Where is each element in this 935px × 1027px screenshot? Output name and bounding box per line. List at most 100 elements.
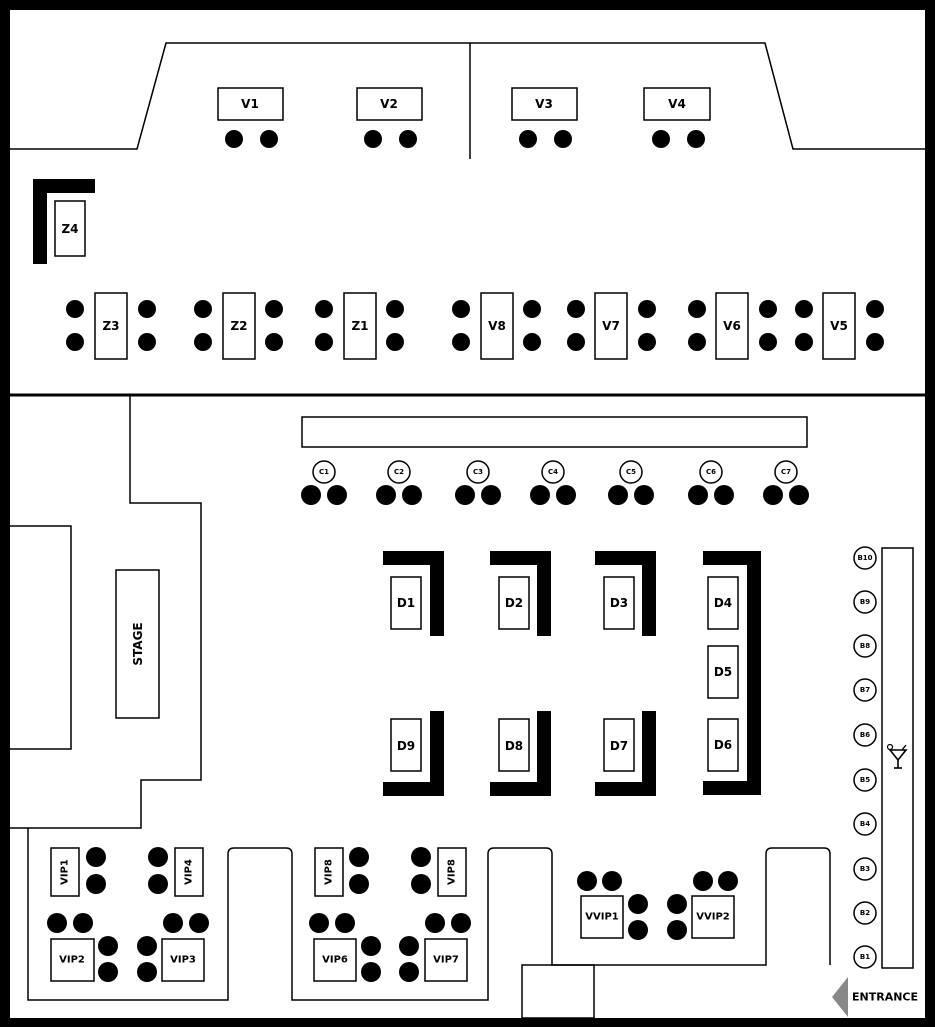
table-v1[interactable]: V1 bbox=[217, 87, 284, 148]
counter-table bbox=[301, 416, 808, 448]
table-z1[interactable]: Z1 bbox=[315, 292, 404, 360]
svg-text:D7: D7 bbox=[610, 739, 628, 753]
table-vip7[interactable]: VIP7 bbox=[399, 913, 471, 982]
svg-text:C1: C1 bbox=[319, 468, 329, 476]
vip-rooms-wall bbox=[27, 828, 831, 1001]
svg-text:C4: C4 bbox=[548, 468, 558, 476]
svg-text:D2: D2 bbox=[505, 596, 523, 610]
svg-text:B3: B3 bbox=[860, 865, 870, 873]
svg-text:VVIP2: VVIP2 bbox=[696, 912, 730, 923]
svg-text:B8: B8 bbox=[860, 642, 870, 650]
table-v2[interactable]: V2 bbox=[356, 87, 423, 148]
table-v7[interactable]: V7 bbox=[567, 292, 656, 360]
svg-text:D6: D6 bbox=[714, 738, 732, 752]
booth-d3[interactable]: D3 bbox=[595, 551, 656, 636]
svg-text:B7: B7 bbox=[860, 686, 870, 694]
arrow-left-icon bbox=[832, 977, 848, 1017]
svg-text:D9: D9 bbox=[397, 739, 415, 753]
svg-text:D5: D5 bbox=[714, 665, 732, 679]
counter-seat-c7: C7 bbox=[763, 460, 809, 505]
bar-seat-b1: B1 bbox=[853, 945, 877, 969]
svg-text:B6: B6 bbox=[860, 731, 870, 739]
bar-seats[interactable]: B10 B9 B8 B7 B6 B5 B4 B3 B2 B1 bbox=[853, 546, 877, 969]
svg-text:D1: D1 bbox=[397, 596, 415, 610]
svg-text:B2: B2 bbox=[860, 909, 870, 917]
counter-seat-c3: C3 bbox=[455, 460, 501, 505]
table-v5[interactable]: V5 bbox=[795, 292, 884, 360]
counter-seats[interactable]: C1 C2 C3 C4 C5 C6 C7 bbox=[301, 460, 809, 505]
table-vvip2[interactable]: VVIP2 bbox=[667, 871, 738, 940]
svg-text:V4: V4 bbox=[668, 97, 686, 111]
svg-text:Z3: Z3 bbox=[102, 319, 119, 333]
counter-seat-c4: C4 bbox=[530, 460, 576, 505]
bar-seat-b6: B6 bbox=[853, 723, 877, 747]
svg-text:D8: D8 bbox=[505, 739, 523, 753]
counter-seat-c1: C1 bbox=[301, 460, 347, 505]
svg-text:C5: C5 bbox=[626, 468, 636, 476]
svg-text:C7: C7 bbox=[781, 468, 791, 476]
svg-text:VIP4: VIP4 bbox=[184, 859, 195, 885]
booth-d9[interactable]: D9 bbox=[383, 711, 444, 796]
bar-seat-b5: B5 bbox=[853, 768, 877, 792]
svg-text:V6: V6 bbox=[723, 319, 741, 333]
table-z3[interactable]: Z3 bbox=[66, 292, 156, 360]
svg-text:VIP7: VIP7 bbox=[433, 955, 459, 966]
table-vip1[interactable]: VIP1 bbox=[50, 847, 106, 897]
svg-text:D4: D4 bbox=[714, 596, 732, 610]
table-vip3[interactable]: VIP3 bbox=[137, 913, 209, 982]
entrance-door bbox=[521, 964, 595, 1019]
svg-text:V8: V8 bbox=[488, 319, 506, 333]
bar-seat-b7: B7 bbox=[853, 678, 877, 702]
table-vip8-right[interactable]: VIP8 bbox=[411, 847, 467, 897]
table-vip2[interactable]: VIP2 bbox=[47, 913, 118, 982]
booth-d4-d5-d6[interactable] bbox=[703, 551, 761, 795]
table-vip6[interactable]: VIP6 bbox=[309, 913, 381, 982]
table-d5[interactable]: D5 bbox=[707, 645, 739, 699]
svg-text:V7: V7 bbox=[602, 319, 620, 333]
table-v3[interactable]: V3 bbox=[511, 87, 578, 148]
bar-counter bbox=[881, 547, 914, 969]
bar-seat-b4: B4 bbox=[853, 812, 877, 836]
svg-text:B10: B10 bbox=[857, 554, 872, 562]
bar-seat-b3: B3 bbox=[853, 857, 877, 881]
svg-text:C6: C6 bbox=[706, 468, 716, 476]
counter-seat-c6: C6 bbox=[688, 460, 734, 505]
bar-seat-b10: B10 bbox=[853, 546, 877, 570]
booth-d7[interactable]: D7 bbox=[595, 711, 656, 796]
booth-d2[interactable]: D2 bbox=[490, 551, 551, 636]
svg-text:VVIP1: VVIP1 bbox=[585, 912, 619, 923]
table-vip4[interactable]: VIP4 bbox=[148, 847, 204, 897]
svg-text:VIP8: VIP8 bbox=[324, 859, 335, 885]
cocktail-glass-icon bbox=[886, 743, 908, 769]
table-v4[interactable]: V4 bbox=[643, 87, 711, 148]
stage-backdrop bbox=[10, 525, 72, 750]
svg-text:VIP1: VIP1 bbox=[60, 859, 71, 885]
lounge-wall bbox=[10, 42, 925, 150]
table-z2[interactable]: Z2 bbox=[194, 292, 283, 360]
svg-text:Z4: Z4 bbox=[61, 222, 78, 236]
entrance[interactable]: ENTRANCE bbox=[832, 977, 918, 1017]
svg-text:VIP8: VIP8 bbox=[447, 859, 458, 885]
table-d6[interactable]: D6 bbox=[707, 718, 739, 772]
table-d4[interactable]: D4 bbox=[707, 576, 739, 630]
booth-d8[interactable]: D8 bbox=[490, 711, 551, 796]
svg-text:Z1: Z1 bbox=[351, 319, 368, 333]
booth-d1[interactable]: D1 bbox=[383, 551, 444, 636]
table-vvip1[interactable]: VVIP1 bbox=[577, 871, 648, 940]
table-vip8-left[interactable]: VIP8 bbox=[314, 847, 369, 897]
svg-text:C2: C2 bbox=[394, 468, 404, 476]
stage-area-wall bbox=[10, 395, 202, 829]
svg-text:V3: V3 bbox=[535, 97, 553, 111]
svg-text:V1: V1 bbox=[241, 97, 259, 111]
table-v6[interactable]: V6 bbox=[688, 292, 777, 360]
svg-text:V5: V5 bbox=[830, 319, 848, 333]
svg-text:C3: C3 bbox=[473, 468, 483, 476]
bar-seat-b2: B2 bbox=[853, 901, 877, 925]
svg-text:B9: B9 bbox=[860, 598, 870, 606]
table-z4[interactable]: Z4 bbox=[33, 179, 95, 264]
svg-text:VIP3: VIP3 bbox=[170, 955, 196, 966]
table-v8[interactable]: V8 bbox=[452, 292, 541, 360]
bar-seat-b8: B8 bbox=[853, 634, 877, 658]
svg-text:B1: B1 bbox=[860, 953, 870, 961]
